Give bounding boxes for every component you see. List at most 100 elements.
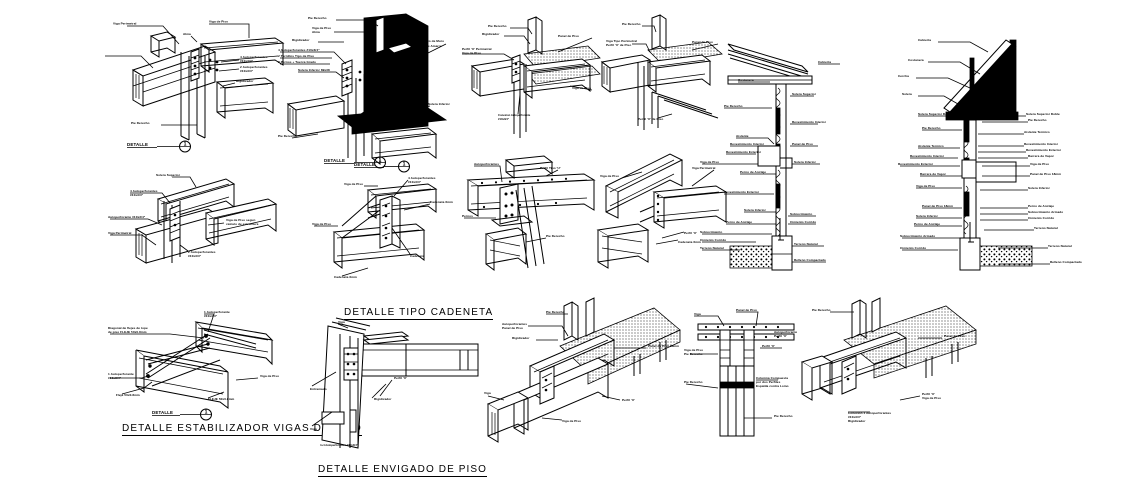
label: Cubierta <box>918 38 931 42</box>
label: Relleno Compactado <box>1050 260 1082 264</box>
detail-columna-viga-elevacion[interactable]: Viga Panel de Piso Autoperforante Perfil… <box>684 296 834 446</box>
detail-viga-perimetral-rigidizador-iso[interactable]: Solera Superior 4 Autoperforantes #10x3/… <box>108 163 288 273</box>
label: Perfil 'U' <box>762 344 775 348</box>
title-cadeneta-row: DETALLE TIPO CADENETA <box>344 302 494 320</box>
label: Panel de Piso <box>944 334 965 338</box>
label: Aislante <box>736 134 749 138</box>
label: #10x3/4" <box>240 69 254 73</box>
detail-tag-bubble[interactable]: DETALLE 1 <box>324 156 386 169</box>
label: Revestimiento Interior <box>792 120 827 124</box>
label: Viga de Piso <box>600 174 619 178</box>
label: Perno de Anclaje <box>1028 204 1054 208</box>
detail-esquina-envigado-iso[interactable]: Pie Derecho Panel de Piso Perfil 'U' Vig… <box>800 296 980 446</box>
label: Viga Perimetral <box>113 22 136 26</box>
label: Perfil 'U' de Piso <box>638 117 663 121</box>
label: 4 Autoperforantes <box>240 55 268 59</box>
label: Rigidizador <box>512 336 530 340</box>
label: Conexion Autoperforante <box>498 113 531 117</box>
label: Pie Derecho <box>622 22 641 26</box>
detail-conexion-viga-entramado-a[interactable]: Pie Derecho Rigidizador Perfil 'U' Perim… <box>462 14 602 139</box>
label: #10x3/4" <box>204 314 218 318</box>
label: Pie Derecho <box>684 380 703 384</box>
label: Solera Inferior <box>794 160 817 164</box>
label: Perfil 'U' Perimetral <box>462 47 492 51</box>
label: Viga de Piso <box>462 51 481 55</box>
label: Cercha <box>898 74 909 78</box>
label: Pie Derecho <box>684 352 703 356</box>
label: Pie Derecho <box>546 234 565 238</box>
label: Viga de Piso <box>312 26 331 30</box>
label: Fleje 50x0.8mm <box>116 393 140 397</box>
label: Perfil Tipo 'U' <box>540 166 561 170</box>
detail-tag-bubble[interactable]: DETALLE 1 <box>354 160 410 173</box>
label: Perno de Anclaje <box>914 222 940 226</box>
label: Cimiento Corrido <box>900 246 926 250</box>
label: Pie Derecho <box>278 134 297 138</box>
label: 4 Autoperforantes #10x3/4" <box>278 48 320 52</box>
label: Revestimiento Interior <box>1024 142 1059 146</box>
label: Viga <box>484 391 491 395</box>
label: Sobrecimiento Armado <box>900 234 935 238</box>
label: Viga de Piso <box>700 160 719 164</box>
detail-conexion-viga-placa-iso-a[interactable]: Autoperforantes Perfil Tipo 'U' Pernos P… <box>462 146 612 271</box>
detail-envigado-de-piso[interactable]: Viga Entramado Viga Rigidizador Perfil '… <box>310 300 485 450</box>
label: Viga Tipo Perimetral <box>606 39 637 43</box>
label: Barrera de Vapor <box>920 172 947 176</box>
label: Perfil 'U' <box>684 231 697 235</box>
label: Solera Superior <box>792 92 817 96</box>
label: Pie Derecho <box>308 16 327 20</box>
label: Viga de Piso <box>572 86 591 90</box>
label: Perno de Anclaje <box>740 170 766 174</box>
label: Costanera <box>738 78 754 82</box>
label: 2 Autoperforantes <box>240 65 268 69</box>
detail-viga-perimetral-viga-piso-iso[interactable]: Viga Perimetral Viga de Piso Alma 4 Auto… <box>105 8 290 158</box>
label: Rigidizador <box>848 419 866 423</box>
label: Autoperforantes <box>502 322 527 326</box>
label: Cubierta <box>818 60 831 64</box>
detail-tag-bubble[interactable]: DETALLE 1 <box>127 140 191 153</box>
label: Barrera de Vapor <box>1028 154 1055 158</box>
label: Viga de Piso <box>344 182 363 186</box>
label: Solera Superior Doble <box>918 112 952 116</box>
label: Conexion 4 Autoperforantes <box>848 411 891 415</box>
label: Columna Compuesta <box>756 376 788 380</box>
label: Cadeneta 6mm <box>678 240 701 244</box>
label: Diagonal de flejes de tope <box>108 326 148 330</box>
label: Sobrecimiento <box>790 212 812 216</box>
title-envigado: DETALLE ENVIGADO DE PISO <box>318 464 488 477</box>
label: #10x3/4" <box>188 254 202 258</box>
label: Relleno Compactado <box>794 258 826 262</box>
label: Espalda contra Lomo <box>756 384 789 388</box>
detail-tag-bubble[interactable]: DETALLE 1 <box>152 408 212 421</box>
label: Viga Perimetral <box>692 166 715 170</box>
label: Perfil 'U' <box>622 398 635 402</box>
label: Perfil 'U' de Piso <box>606 43 631 47</box>
label: Revestimiento Exterior <box>726 150 762 154</box>
label: Entramado de Muro <box>414 39 444 43</box>
detail-corte-muro-cimiento-a[interactable]: Cubierta Costanera Solera Superior Pie D… <box>700 18 910 273</box>
detail-estabilizador-vigas-piso[interactable]: 1 Autoperforante #10x3/4" Diagonal de fl… <box>108 300 293 435</box>
title-envigado-row: DETALLE ENVIGADO DE PISO <box>318 459 488 477</box>
label: Pie Derecho <box>1028 118 1047 122</box>
detail-apoyo-viga-muro-iso-solido[interactable]: Pie Derecho Viga de Piso Alma Rigidizado… <box>278 8 458 173</box>
detail-conexion-viga-placa-iso-b[interactable]: Viga de Piso Viga Perimetral Cadeneta 6m… <box>596 146 736 271</box>
detail-envigado-apoyo-muro-iso[interactable]: Pie Derecho Autoperforantes Panel de Pis… <box>484 296 684 456</box>
title-estabilizador-row: DETALLE ESTABILIZADOR VIGAS DE PISO <box>122 418 362 436</box>
label: Rigidizador <box>482 32 500 36</box>
label: Alma <box>312 30 320 34</box>
label: Pie Derecho <box>774 414 793 418</box>
label: Revestimiento Exterior <box>1026 148 1062 152</box>
label: Rigidizador <box>236 79 254 83</box>
detail-corte-muro-cimiento-b[interactable]: Cubierta Costanera Cercha Solera Solera … <box>898 18 1138 273</box>
label: Panel de Piso <box>692 40 713 44</box>
detail-tipo-cadeneta[interactable]: DETALLE 1 Viga de Pi <box>312 158 487 298</box>
label: Terreno Natural <box>700 246 724 250</box>
label: 1 Autoperforante <box>108 372 134 376</box>
label: Viga de Piso <box>209 20 228 24</box>
label: Autoperforantes <box>474 162 499 166</box>
label: Sobrecimiento Armado <box>1028 210 1063 214</box>
detail-tag-label: DETALLE <box>127 142 148 147</box>
detail-conexion-viga-entramado-b[interactable]: Pie Derecho Viga Tipo Perimetral Perfil … <box>596 14 726 139</box>
label: Cimiento Corrido <box>1028 216 1054 220</box>
label: Pie Derecho <box>131 121 150 125</box>
